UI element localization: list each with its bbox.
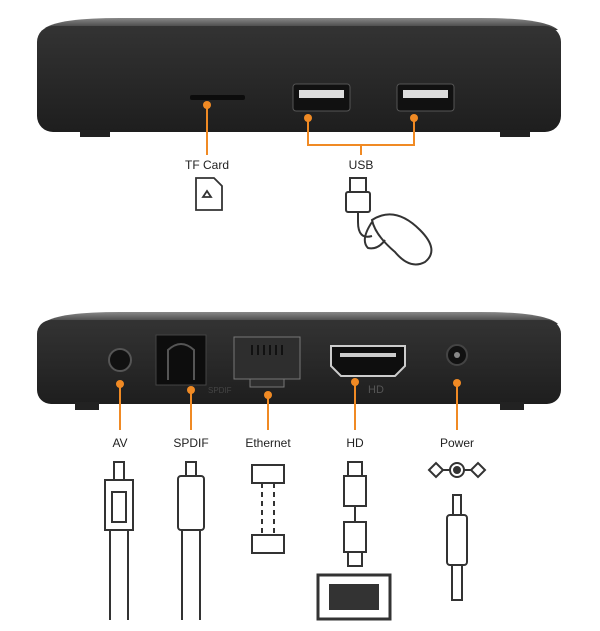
- usb-plug-mouse-icon: [345, 177, 433, 266]
- device-rear-view: HD SPDIF: [37, 312, 561, 410]
- label-hd: HD: [346, 436, 364, 450]
- power-plug-icon: [427, 461, 487, 601]
- label-av: AV: [112, 436, 128, 450]
- hd-marking: HD: [368, 384, 384, 396]
- label-spdif: SPDIF: [173, 436, 209, 450]
- hdmi-cable-icon: [316, 461, 392, 621]
- label-usb: USB: [348, 158, 374, 172]
- hdmi-port: [330, 345, 406, 377]
- sd-card-icon: [195, 177, 223, 211]
- av-cable-icon: [104, 461, 134, 620]
- label-power: Power: [439, 436, 475, 450]
- spdif-marking: SPDIF: [208, 386, 232, 395]
- label-tf-card: TF Card: [184, 158, 230, 172]
- spdif-port: [155, 334, 207, 386]
- optical-cable-icon: [177, 461, 205, 620]
- ethernet-cable-icon: [251, 464, 285, 554]
- av-jack: [108, 348, 132, 372]
- ethernet-port: [233, 336, 301, 380]
- tf-card-slot: [190, 95, 245, 100]
- label-ethernet: Ethernet: [245, 436, 291, 450]
- device-side-view: [37, 18, 561, 137]
